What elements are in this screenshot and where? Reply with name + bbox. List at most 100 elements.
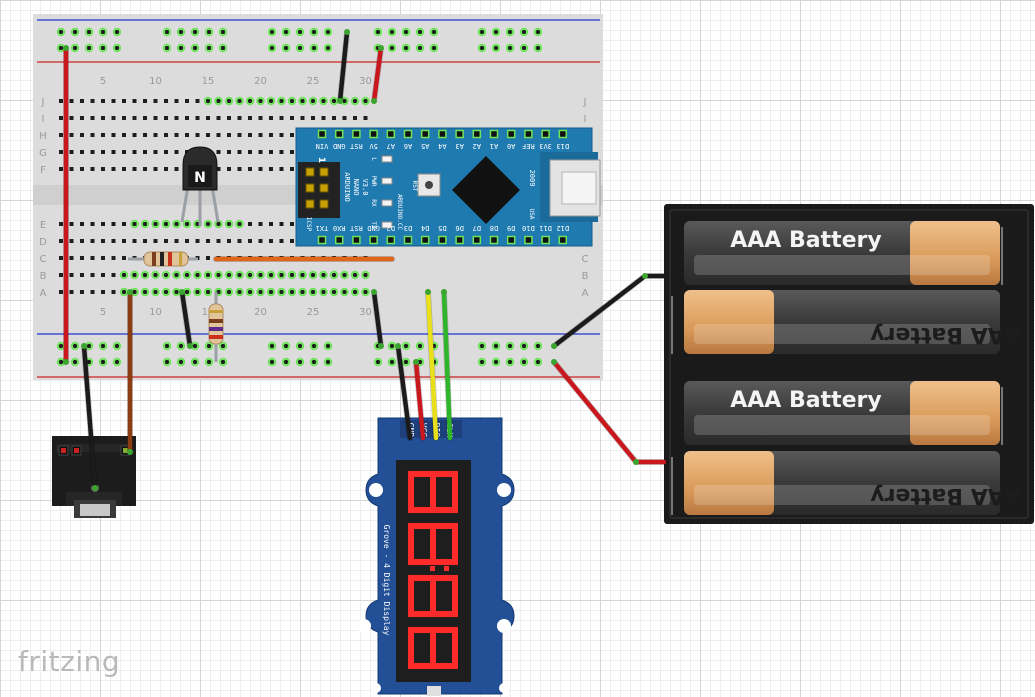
arduino-pin-label: A1 (490, 142, 498, 150)
aaa-battery-cell: AAA Battery (671, 290, 1022, 354)
arduino-pin-socket[interactable] (506, 235, 516, 245)
row-letter: A (582, 288, 589, 299)
wire-black-gnd[interactable] (371, 289, 384, 349)
arduino-pin-socket[interactable] (541, 129, 550, 139)
arduino-pin-socket[interactable] (506, 129, 516, 139)
arduino-pin-socket[interactable] (472, 129, 482, 139)
arduino-pin-label: RST (349, 142, 362, 150)
wire-end (642, 273, 648, 279)
arduino-pin-socket[interactable] (334, 129, 344, 139)
resistor-vertical[interactable] (208, 292, 224, 362)
arduino-pin-socket[interactable] (334, 235, 344, 245)
wire-end (378, 343, 384, 349)
column-number: 20 (254, 307, 267, 318)
wire-black-transistor[interactable] (179, 289, 193, 349)
arduino-pin-socket[interactable] (438, 129, 447, 139)
arduino-pin-socket[interactable] (352, 235, 361, 245)
npn-transistor[interactable]: N (180, 146, 220, 226)
column-number: 30 (359, 307, 372, 318)
arduino-pin-label: D6 (455, 224, 463, 232)
arduino-pin-socket[interactable] (524, 235, 533, 245)
arduino-pin-socket[interactable] (403, 129, 413, 139)
row-letter: F (40, 165, 46, 176)
wire-end (92, 485, 98, 491)
arduino-pin-socket[interactable] (524, 129, 533, 139)
icsp-header (298, 162, 340, 218)
arduino-pin-socket[interactable] (438, 235, 447, 245)
wire-end (179, 289, 185, 295)
arduino-pin-label: RX0 (333, 224, 346, 232)
arduino-pin-socket[interactable] (386, 235, 396, 245)
column-number: 10 (149, 307, 162, 318)
arduino-pin-label: D4 (421, 224, 429, 232)
wire-end (413, 359, 419, 365)
wire-end (441, 289, 447, 295)
arduino-pin-socket[interactable] (489, 235, 499, 245)
arduino-pin-socket[interactable] (403, 235, 413, 245)
arduino-pin-socket[interactable] (369, 235, 378, 245)
arduino-pin-socket[interactable] (489, 129, 499, 139)
row-letter: A (40, 288, 47, 299)
arduino-pin-socket[interactable] (472, 235, 482, 245)
row-letter: I (42, 114, 45, 125)
arduino-led (381, 177, 393, 185)
arduino-country-label: USA (528, 209, 535, 220)
icsp-pins (305, 167, 329, 209)
arduino-pin-socket[interactable] (386, 129, 396, 139)
resistor-horizontal[interactable] (128, 251, 198, 267)
arduino-pin-socket[interactable] (558, 235, 568, 245)
arduino-pin-socket[interactable] (317, 235, 327, 245)
wire-red-display-vcc[interactable] (413, 359, 426, 441)
seven-segment-digits (408, 471, 458, 669)
arduino-year-label: 2009 (528, 170, 536, 187)
row-letter: C (40, 254, 47, 265)
wire-end (551, 359, 557, 365)
arduino-pin-socket[interactable] (455, 235, 464, 245)
wire-end (63, 45, 69, 51)
icsp-label: ICSP (305, 217, 312, 232)
transistor-label: N (194, 170, 206, 186)
arduino-pin-socket[interactable] (455, 129, 464, 139)
arduino-pin-socket[interactable] (369, 129, 378, 139)
arduino-pin-socket[interactable] (420, 235, 430, 245)
arduino-led (381, 155, 393, 163)
arduino-name-line-1: ARDUINO (343, 172, 351, 202)
arduino-pin-socket[interactable] (352, 129, 361, 139)
wire-black-display-gnd[interactable] (395, 343, 413, 441)
arduino-pin-socket[interactable] (420, 129, 430, 139)
row-letter: G (39, 148, 47, 159)
battery-label: AAA Battery (870, 322, 1022, 347)
wire-end (378, 45, 384, 51)
column-number: 25 (307, 307, 320, 318)
arduino-pin-socket[interactable] (317, 129, 327, 139)
wire-end (127, 449, 133, 455)
wire-end (127, 289, 133, 295)
arduino-pin-label: D9 (507, 224, 515, 232)
arduino-pin-socket[interactable] (541, 235, 550, 245)
column-number: 20 (254, 76, 267, 87)
display-caption: Grove - 4 Digit Display (382, 525, 391, 636)
wire-end (395, 343, 401, 349)
arduino-pin-label: 3V3 (539, 142, 552, 150)
arduino-led (381, 199, 393, 207)
wire-black-jack[interactable] (81, 343, 98, 491)
column-number: 15 (202, 307, 215, 318)
row-letter: J (41, 97, 45, 108)
arduino-pin-socket[interactable] (558, 129, 568, 139)
wire-yellow-display-dio[interactable] (425, 289, 439, 441)
column-number: 5 (100, 76, 106, 87)
arduino-pin-label: A3 (455, 142, 463, 150)
reset-button-cap[interactable] (425, 181, 433, 189)
wire-green-display-clk[interactable] (441, 289, 453, 441)
microcontroller-chip (452, 156, 520, 224)
wire-black-top-1[interactable] (337, 29, 350, 104)
wire-red-top-2[interactable] (371, 45, 384, 104)
arduino-pin-label: VIN (316, 142, 329, 150)
fritzing-logo: fritzing (18, 645, 121, 678)
arduino-name-line-2: NANO (352, 179, 360, 196)
arduino-pin-label: D13 (556, 142, 569, 150)
